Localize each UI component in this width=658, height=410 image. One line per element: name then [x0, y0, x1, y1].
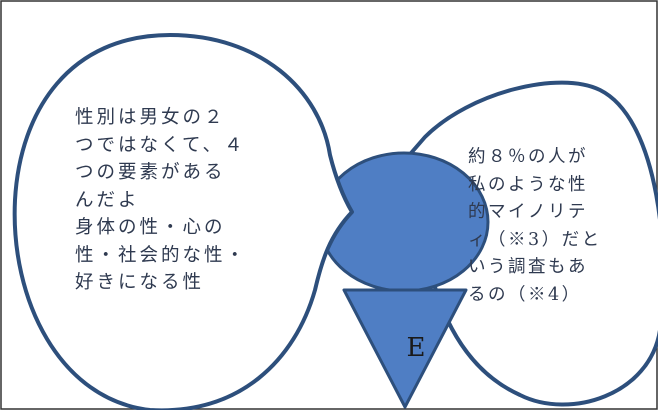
figure-body [342, 288, 468, 409]
left-bubble-line-6: 性・社会的な性・ [75, 244, 248, 266]
right-bubble-line-3: 的マイノリテ [468, 202, 588, 222]
right-bubble-line-5: いう調査もあ [468, 257, 588, 277]
left-bubble-line-3: つの要素がある [75, 162, 226, 183]
right-bubble-line-1: 約８％の人が [468, 147, 588, 167]
right-bubble-line-6: るの（※4） [468, 284, 582, 305]
left-speech-bubble [12, 33, 354, 410]
right-bubble-line-4: ィ（※3）だと [468, 229, 602, 250]
left-bubble-line-1: 性別は男女の２ [75, 107, 226, 128]
left-bubble-text: 性別は男女の２ つではなくて、４ つの要素がある んだよ 身体の性・心の 性・社… [75, 104, 247, 297]
left-bubble-line-4: んだよ [75, 189, 140, 211]
left-bubble-line-5: 身体の性・心の [75, 217, 226, 238]
left-bubble-line-7: 好きになる性 [75, 272, 205, 293]
figure-label: E [406, 333, 426, 363]
left-bubble-line-2: つではなくて、４ [75, 134, 246, 156]
right-bubble-line-2: 私のような性 [468, 174, 588, 195]
right-bubble-text: 約８％の人が 私のような性 的マイノリテ ィ（※3）だと いう調査もあ るの（※… [468, 144, 602, 309]
